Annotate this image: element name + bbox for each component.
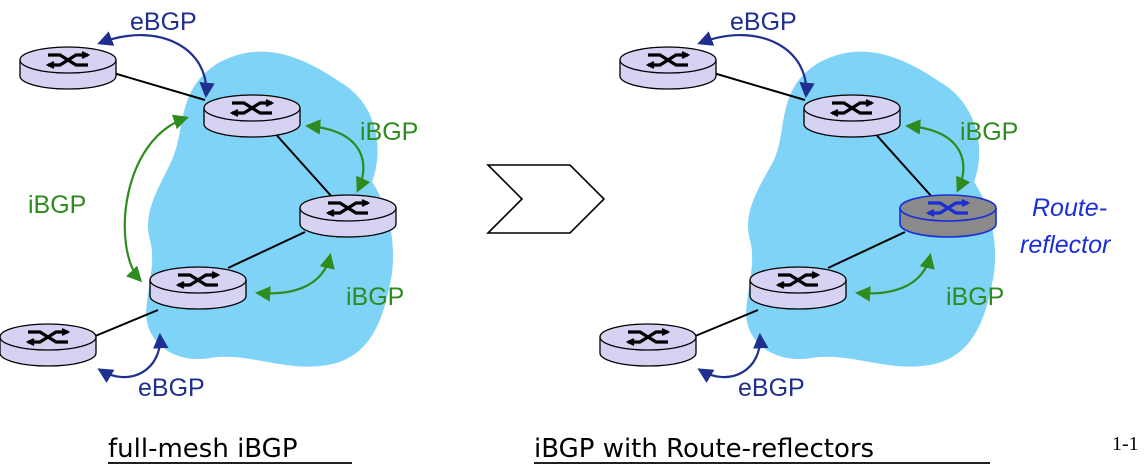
ebgp-label-top-right: eBGP: [730, 8, 797, 36]
ebgp-arrow-bottom-right: [697, 332, 769, 383]
ibgp-arrow-bottom-right: [854, 252, 935, 302]
router-icon: [618, 45, 718, 91]
router-icon: [298, 193, 398, 239]
ebgp-label-bottom-left: eBGP: [138, 374, 205, 402]
left-panel: eBGP iBGP iBGP iBGP eBGP full-mesh iBGP: [0, 8, 418, 464]
ibgp-arrow-left-long: [123, 114, 189, 283]
ebgp-arrow-top-left: [97, 31, 215, 99]
ibgp-arrow-right-bottom-left: [254, 252, 335, 302]
page-number: 1-1: [1112, 433, 1139, 455]
ibgp-arrow-right-top-left: [304, 119, 371, 193]
router-icon: [18, 45, 118, 91]
ibgp-label-right-bottom-left: iBGP: [346, 283, 404, 311]
ebgp-arrow-top-right: [697, 31, 815, 99]
route-reflector-label-line2: reflector: [1020, 231, 1112, 259]
caption-route-reflectors: iBGP with Route-reflectors: [534, 434, 874, 464]
ibgp-label-right-top-left: iBGP: [360, 118, 418, 146]
router-icon: [598, 322, 698, 368]
route-reflector-router-icon: [899, 194, 997, 238]
router-icon: [202, 93, 302, 139]
router-icon: [748, 265, 848, 311]
router-icon: [802, 93, 902, 139]
router-icon: [148, 265, 248, 311]
ebgp-label-bottom-right: eBGP: [738, 374, 805, 402]
ebgp-arrow-bottom-left: [97, 332, 169, 383]
caption-full-mesh: full-mesh iBGP: [108, 434, 298, 464]
right-panel: eBGP iBGP Route- reflector iBGP eBGP iBG…: [534, 8, 1112, 464]
ebgp-label-top-left: eBGP: [130, 8, 197, 36]
chevron-arrow-icon: [486, 164, 606, 234]
route-reflector-label-line1: Route-: [1032, 194, 1107, 222]
ibgp-label-left: iBGP: [28, 191, 86, 219]
ibgp-label-bottom-right: iBGP: [946, 283, 1004, 311]
router-icon: [0, 322, 98, 368]
ibgp-label-top-right: iBGP: [960, 118, 1018, 146]
ibgp-arrow-top-right: [904, 119, 971, 193]
